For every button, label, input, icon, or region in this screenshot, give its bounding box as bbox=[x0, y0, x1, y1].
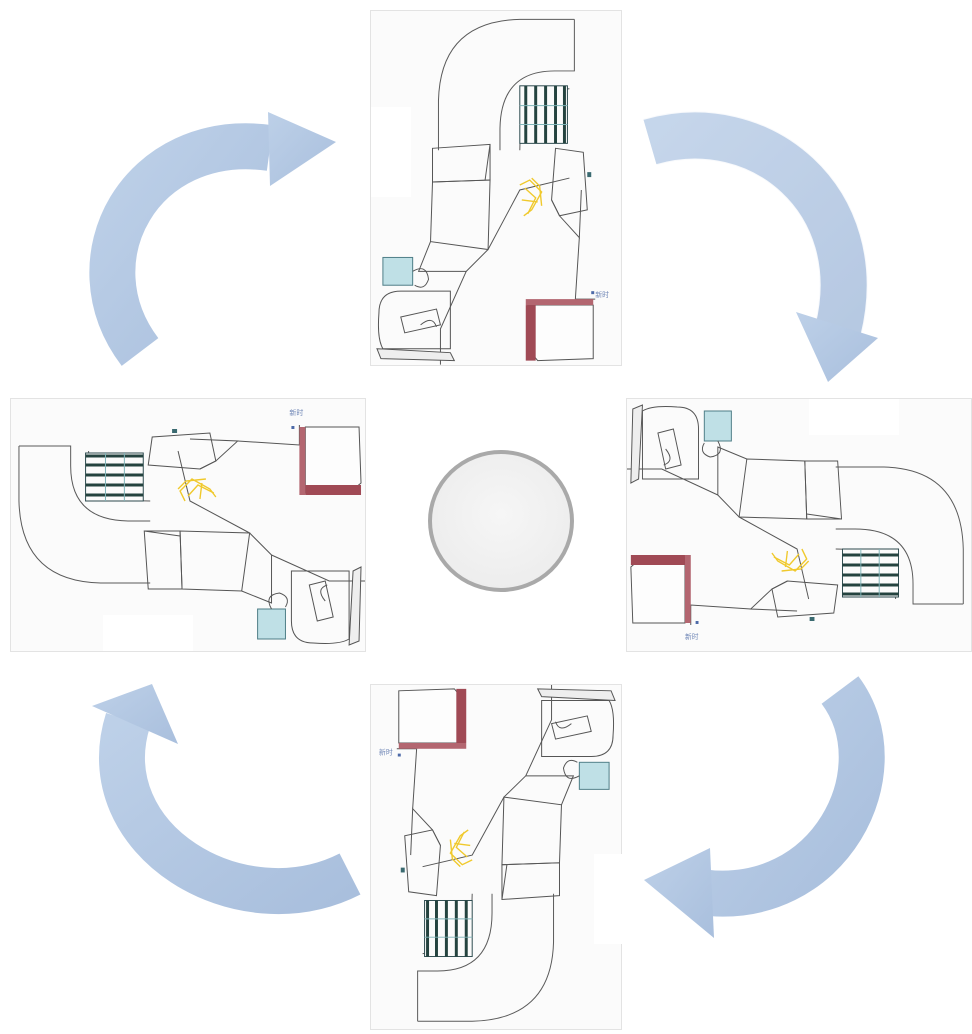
panel-label: 新时 bbox=[379, 748, 393, 757]
arrow-top-to-right bbox=[650, 136, 878, 382]
blank-patch bbox=[594, 854, 630, 944]
floorplan-panel-bottom: 新时 bbox=[370, 684, 622, 1030]
floorplan-panel-left: 新时 bbox=[10, 398, 366, 652]
blank-patch bbox=[103, 615, 193, 652]
arrow-left-to-top bbox=[112, 112, 336, 352]
floorplan-sketch: 新时 bbox=[11, 399, 365, 651]
blank-patch bbox=[371, 107, 411, 197]
panel-label: 新时 bbox=[595, 290, 609, 299]
blank-patch bbox=[809, 399, 899, 435]
floorplan-panel-top: 新时 bbox=[370, 10, 622, 366]
panel-label: 新时 bbox=[289, 408, 303, 417]
center-circle bbox=[426, 448, 576, 594]
floorplan-sketch: 新时 bbox=[371, 685, 621, 1029]
arrow-bottom-to-left bbox=[92, 684, 350, 891]
floorplan-sketch: 新时 bbox=[627, 399, 971, 651]
panel-label: 新时 bbox=[685, 632, 699, 641]
arrow-right-to-bottom bbox=[644, 690, 862, 938]
floorplan-panel-right: 新时 bbox=[626, 398, 972, 652]
